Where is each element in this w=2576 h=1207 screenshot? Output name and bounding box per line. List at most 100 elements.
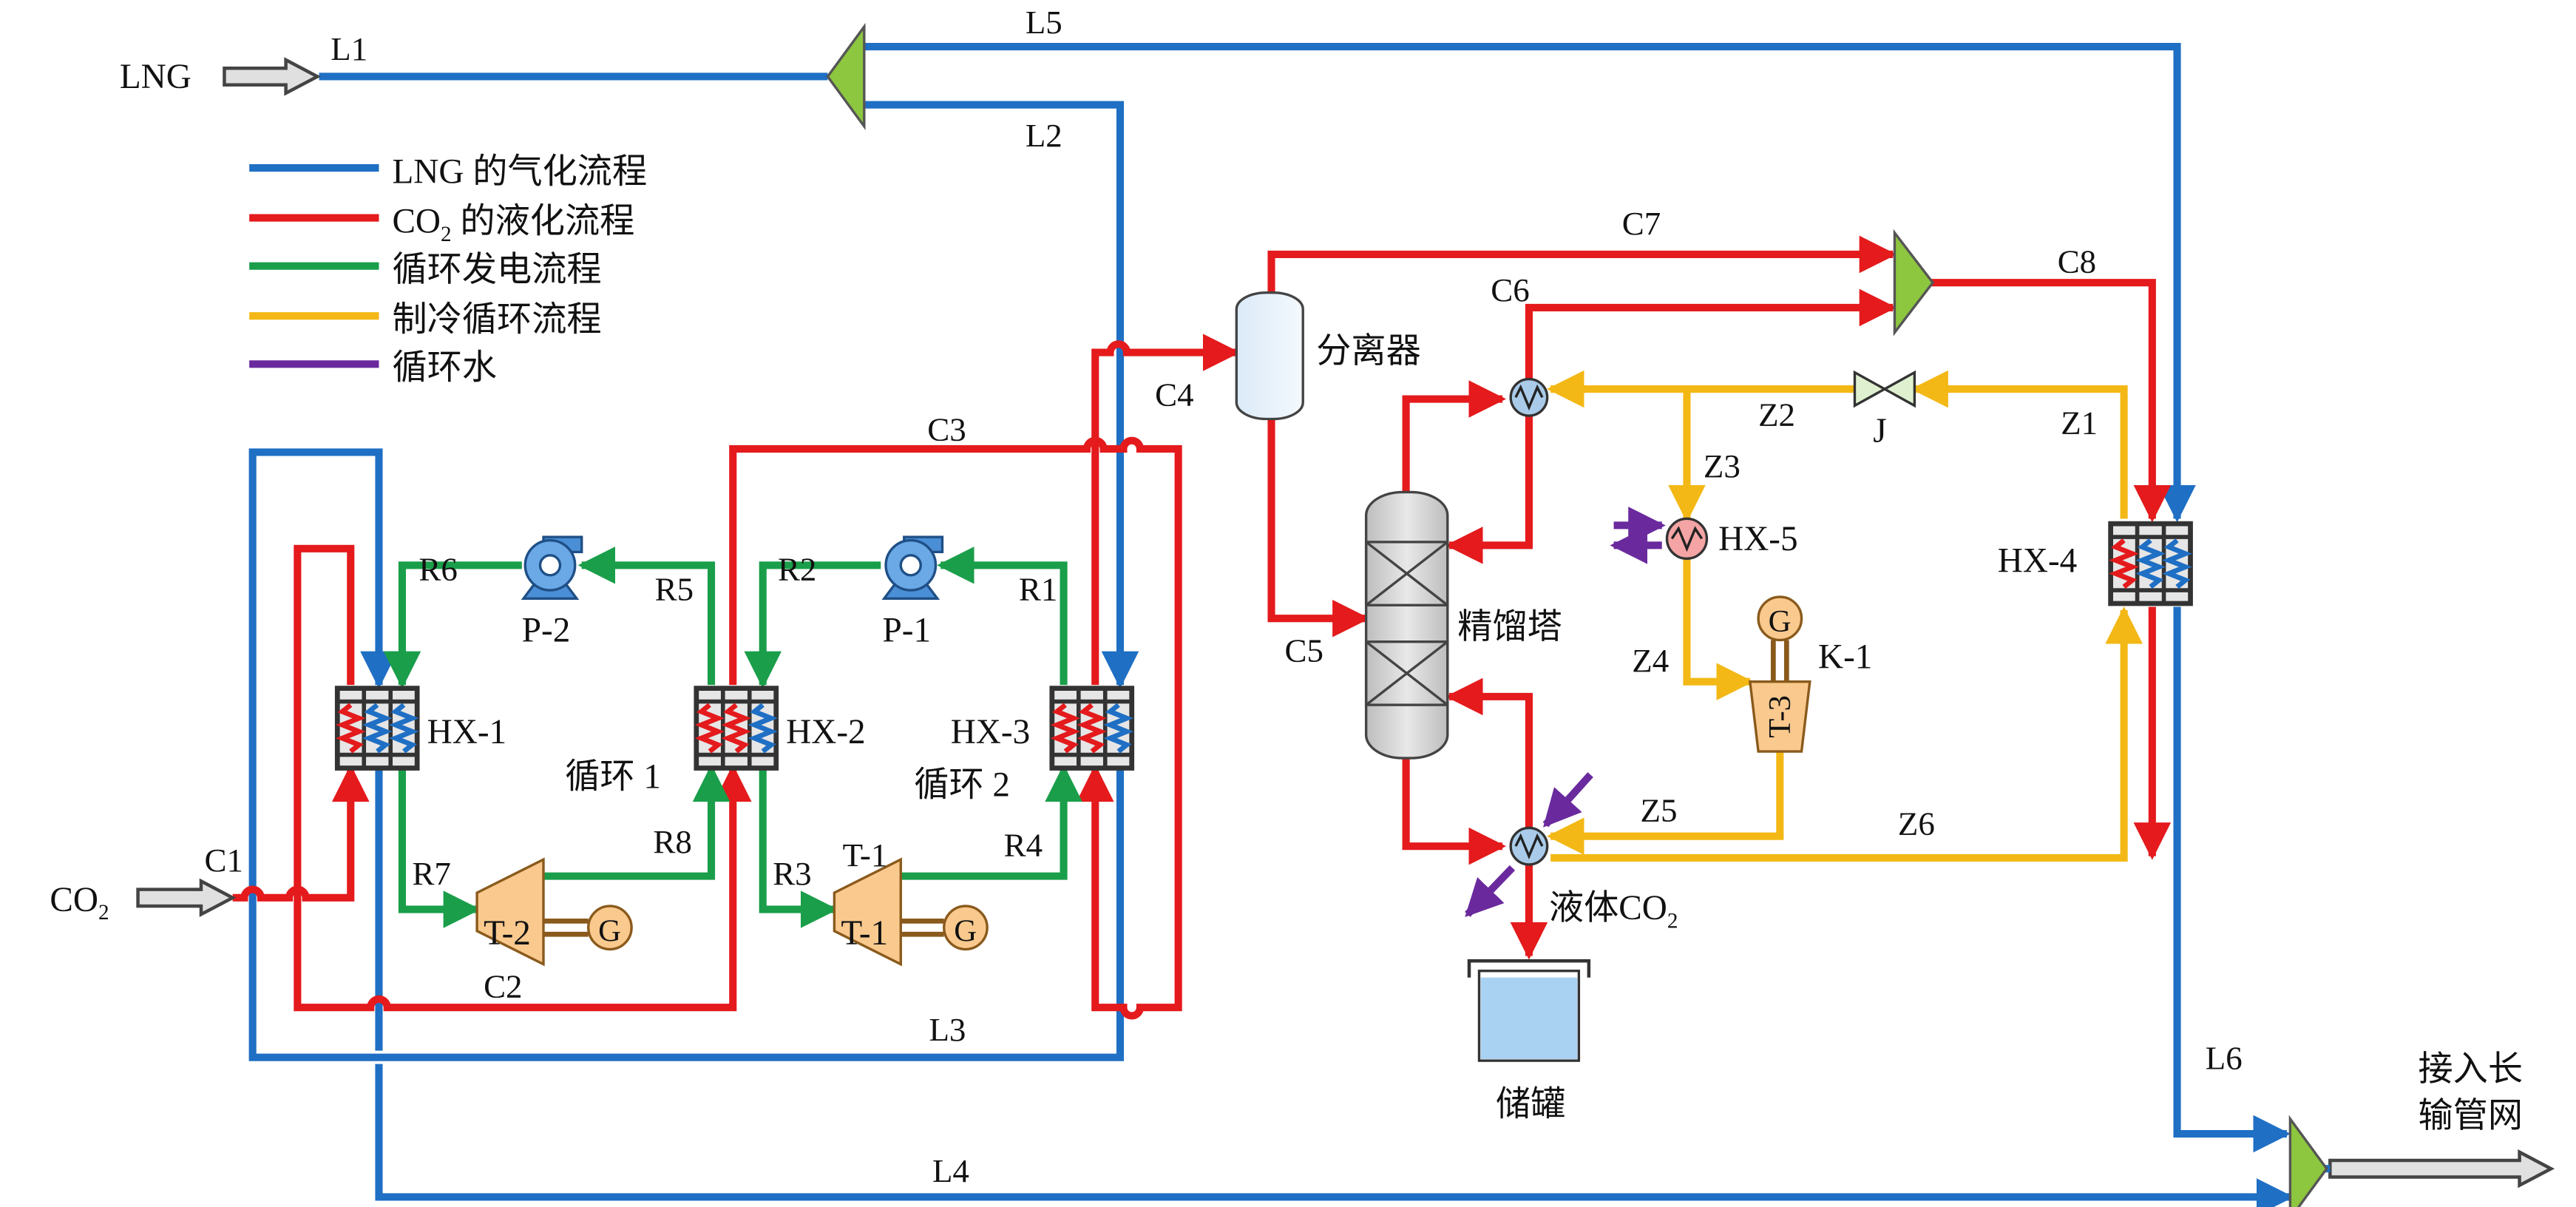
stream-label-z6: Z6 bbox=[1898, 805, 1935, 842]
co2-inlet-arrow: CO2 bbox=[50, 878, 237, 924]
stream-label-z3: Z3 bbox=[1704, 447, 1741, 484]
legend-label-water: 循环水 bbox=[392, 349, 497, 388]
lng-inlet-arrow: LNG bbox=[120, 57, 322, 96]
stream-top-reflux-line bbox=[1445, 416, 1533, 564]
hx-4-label: HX-4 bbox=[1998, 541, 2077, 580]
stream-reboil-line bbox=[1445, 677, 1533, 828]
hx-2-label: HX-2 bbox=[786, 713, 865, 751]
lng-splitter bbox=[826, 22, 866, 131]
stream-label-l5: L5 bbox=[1026, 4, 1062, 41]
generator-g3-label: G bbox=[1769, 604, 1792, 639]
stream-r1-line bbox=[937, 547, 1068, 686]
stream-label-r8: R8 bbox=[653, 823, 691, 860]
legend-item-co2: CO2 的液化流程 bbox=[249, 203, 634, 246]
stream-label-r3: R3 bbox=[773, 855, 811, 892]
hx-5-exchanger: HX-5 bbox=[1665, 517, 1798, 560]
stream-l4-line bbox=[375, 768, 2290, 1197]
hx-3-label: HX-3 bbox=[951, 713, 1030, 751]
legend-label-lng: LNG 的气化流程 bbox=[392, 152, 647, 191]
stream-labels: L1 L5 L2 L3 L4 L6 C1 C2 C3 C4 C5 C6 C7 C… bbox=[204, 4, 2242, 1189]
hx-1-exchanger: HX-1 bbox=[334, 686, 506, 771]
generator-g1-label: G bbox=[954, 913, 977, 948]
refrigeration-lines bbox=[1547, 370, 2143, 862]
legend-label-refrig: 制冷循环流程 bbox=[392, 300, 601, 339]
stream-c5-line bbox=[1267, 419, 1370, 638]
stream-label-c4: C4 bbox=[1155, 376, 1193, 413]
legend: LNG 的气化流程 CO2 的液化流程 循环发电流程 制冷循环流程 循环水 bbox=[249, 152, 647, 388]
stream-label-c5: C5 bbox=[1285, 632, 1323, 669]
liquid-co2-label: 液体CO bbox=[1549, 889, 1667, 927]
pump-p2-label: P-2 bbox=[522, 612, 571, 650]
valve-j-label: J bbox=[1873, 412, 1886, 450]
stream-label-z5: Z5 bbox=[1641, 791, 1678, 828]
stream-label-c2: C2 bbox=[484, 968, 522, 1005]
stream-label-c3: C3 bbox=[927, 411, 966, 448]
lng-inlet-label: LNG bbox=[120, 58, 191, 96]
hx-1-label: HX-1 bbox=[427, 713, 506, 751]
separator-vessel: 分离器 bbox=[1235, 291, 1421, 421]
cooling-water-lines bbox=[1465, 507, 1666, 917]
hx-4-exchanger: HX-4 bbox=[1998, 521, 2193, 606]
turbine-t1-label: T-1 bbox=[841, 914, 888, 953]
stream-label-z4: Z4 bbox=[1632, 642, 1669, 679]
export-label-line2: 输管网 bbox=[2418, 1097, 2523, 1135]
stream-label-r2: R2 bbox=[778, 551, 816, 588]
generator-g3-icon bbox=[1757, 595, 1803, 642]
turbine-t3-label: T-3 bbox=[1763, 695, 1797, 738]
storage-tank: 储罐 bbox=[1467, 959, 1591, 1123]
turbine-t1: T-1 G bbox=[833, 857, 989, 967]
stream-label-l6: L6 bbox=[2206, 1039, 2243, 1076]
stream-z1-line bbox=[1911, 370, 2128, 519]
stream-r8-line bbox=[543, 764, 731, 880]
ng-mixer bbox=[2288, 1115, 2328, 1207]
stream-bottom-line bbox=[1402, 754, 1507, 865]
pump-p2: P-2 bbox=[521, 535, 583, 650]
turbine-t3: T-3 G K-1 bbox=[1748, 595, 1872, 753]
pump-p1-label: P-1 bbox=[883, 612, 932, 650]
stream-c1-top-line bbox=[294, 544, 752, 1012]
condenser-icon bbox=[1509, 377, 1549, 417]
stream-z5-line bbox=[1547, 751, 1784, 855]
turbine-t2: T-2 G bbox=[475, 857, 633, 967]
pipeline-export-arrow: 接入长 输管网 bbox=[2323, 1050, 2555, 1189]
stream-r6-line bbox=[383, 561, 522, 689]
throttle-valve-j: J bbox=[1853, 370, 1916, 450]
hx-5-label: HX-5 bbox=[1718, 520, 1797, 558]
stream-label-r1: R1 bbox=[1019, 571, 1057, 608]
legend-label-co2-sub: 2 bbox=[441, 223, 452, 246]
legend-item-water: 循环水 bbox=[249, 349, 497, 388]
legend-item-power: 循环发电流程 bbox=[249, 251, 602, 289]
reboiler-icon bbox=[1509, 826, 1549, 866]
export-label-line1: 接入长 bbox=[2418, 1050, 2523, 1089]
stream-c7-line bbox=[1267, 235, 1897, 293]
co2-inlet-label-sub: 2 bbox=[98, 901, 109, 924]
stream-c8-line bbox=[1931, 279, 2172, 523]
stream-label-t1-above: T-1 bbox=[843, 836, 888, 873]
distillation-column: 精馏塔 bbox=[1364, 490, 1562, 760]
svg-text:CO2 的液化流程: CO2 的液化流程 bbox=[392, 203, 634, 246]
legend-label-co2-rest: 的液化流程 bbox=[452, 203, 635, 241]
stream-r5-line bbox=[577, 547, 716, 686]
co2-lines bbox=[232, 235, 2172, 1020]
liquid-co2-product: 液体CO2 bbox=[1549, 889, 1678, 933]
stream-label-r4: R4 bbox=[1004, 827, 1043, 864]
svg-text:CO2: CO2 bbox=[50, 881, 109, 924]
storage-tank-label: 储罐 bbox=[1496, 1085, 1565, 1123]
stream-r3-line bbox=[759, 768, 838, 928]
legend-label-power: 循环发电流程 bbox=[392, 251, 601, 289]
stream-label-r6: R6 bbox=[418, 551, 457, 588]
stream-r2-line bbox=[744, 561, 881, 689]
generator-g2-icon bbox=[587, 905, 633, 951]
stream-label-l4: L4 bbox=[932, 1152, 969, 1189]
stream-label-l3: L3 bbox=[929, 1011, 966, 1048]
stream-c6-line bbox=[1525, 288, 1897, 379]
power-cycle-lines bbox=[383, 547, 1082, 928]
generator-g1-icon bbox=[943, 905, 989, 951]
turbine-t2-label: T-2 bbox=[484, 914, 531, 953]
co2-mixer bbox=[1893, 229, 1935, 337]
stream-c1-line bbox=[232, 764, 370, 902]
stream-label-r5: R5 bbox=[655, 571, 694, 608]
stream-label-c1: C1 bbox=[204, 842, 243, 879]
co2-inlet-label: CO bbox=[50, 881, 98, 919]
